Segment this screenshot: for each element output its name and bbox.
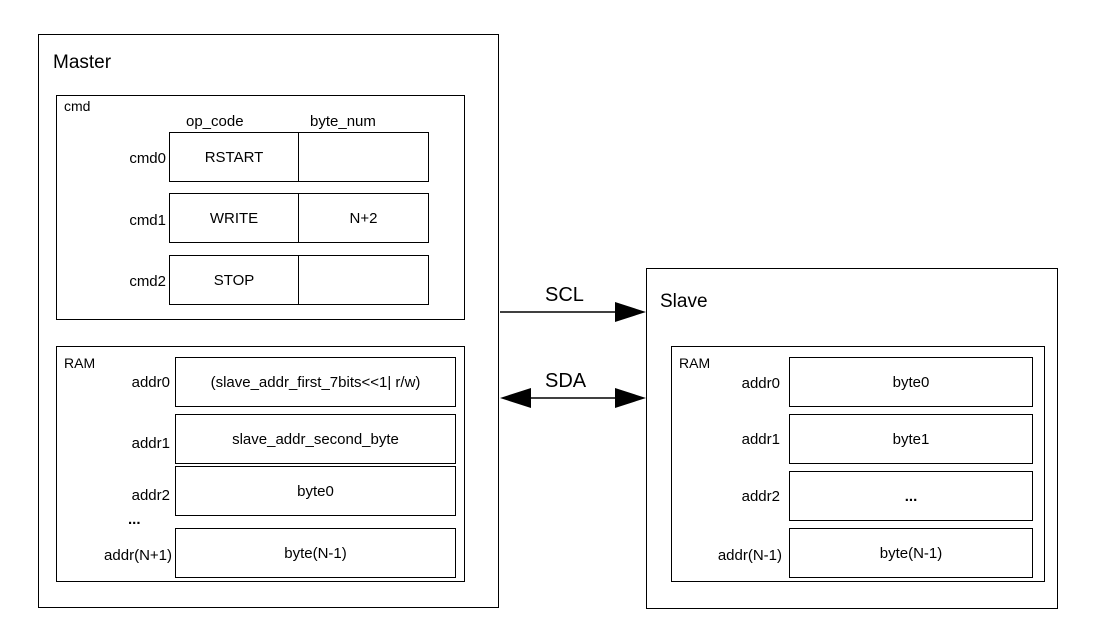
slave-ram-label: RAM: [679, 355, 711, 371]
cmd-op-code-cell: WRITE: [169, 193, 299, 243]
cmd-label: cmd: [64, 98, 91, 114]
ram-addr-label: addr2: [131, 487, 170, 504]
ram-addr-label: addr(N+1): [104, 547, 172, 564]
ram-value-cell: byte(N-1): [175, 528, 456, 578]
slave-addr-label: addr0: [741, 375, 780, 392]
cmd-byte-num-cell: [298, 255, 429, 305]
cmd-op-code-cell: RSTART: [169, 132, 299, 182]
slave-addr-label: addr2: [741, 488, 780, 505]
ram-value-cell: slave_addr_second_byte: [175, 414, 456, 464]
scl-label: SCL: [545, 284, 584, 306]
slave-value-cell: byte1: [789, 414, 1033, 464]
slave-addr-label: addr(N-1): [717, 547, 782, 564]
cmd-row-label: cmd2: [129, 273, 166, 290]
slave-title: Slave: [660, 291, 708, 312]
byte-num-header: byte_num: [310, 113, 376, 130]
ram-ellipsis: ...: [128, 511, 141, 528]
scl-arrowhead: [615, 302, 646, 322]
ram-addr-label: addr1: [131, 435, 170, 452]
op-code-header: op_code: [186, 113, 244, 130]
sda-arrowhead-right: [615, 388, 646, 408]
cmd-op-code-cell: STOP: [169, 255, 299, 305]
slave-value-cell: byte0: [789, 357, 1033, 407]
slave-addr-label: addr1: [741, 431, 780, 448]
ram-addr-label: addr0: [131, 374, 170, 391]
cmd-row-label: cmd0: [129, 150, 166, 167]
sda-arrowhead-left: [500, 388, 531, 408]
master-ram-label: RAM: [64, 355, 96, 371]
slave-value-cell: ...: [789, 471, 1033, 521]
cmd-row-label: cmd1: [129, 212, 166, 229]
master-title: Master: [53, 52, 112, 73]
ram-value-cell: (slave_addr_first_7bits<<1| r/w): [175, 357, 456, 407]
cmd-byte-num-cell: N+2: [298, 193, 429, 243]
slave-value-cell: byte(N-1): [789, 528, 1033, 578]
cmd-byte-num-cell: [298, 132, 429, 182]
ram-value-cell: byte0: [175, 466, 456, 516]
sda-label: SDA: [545, 370, 587, 392]
